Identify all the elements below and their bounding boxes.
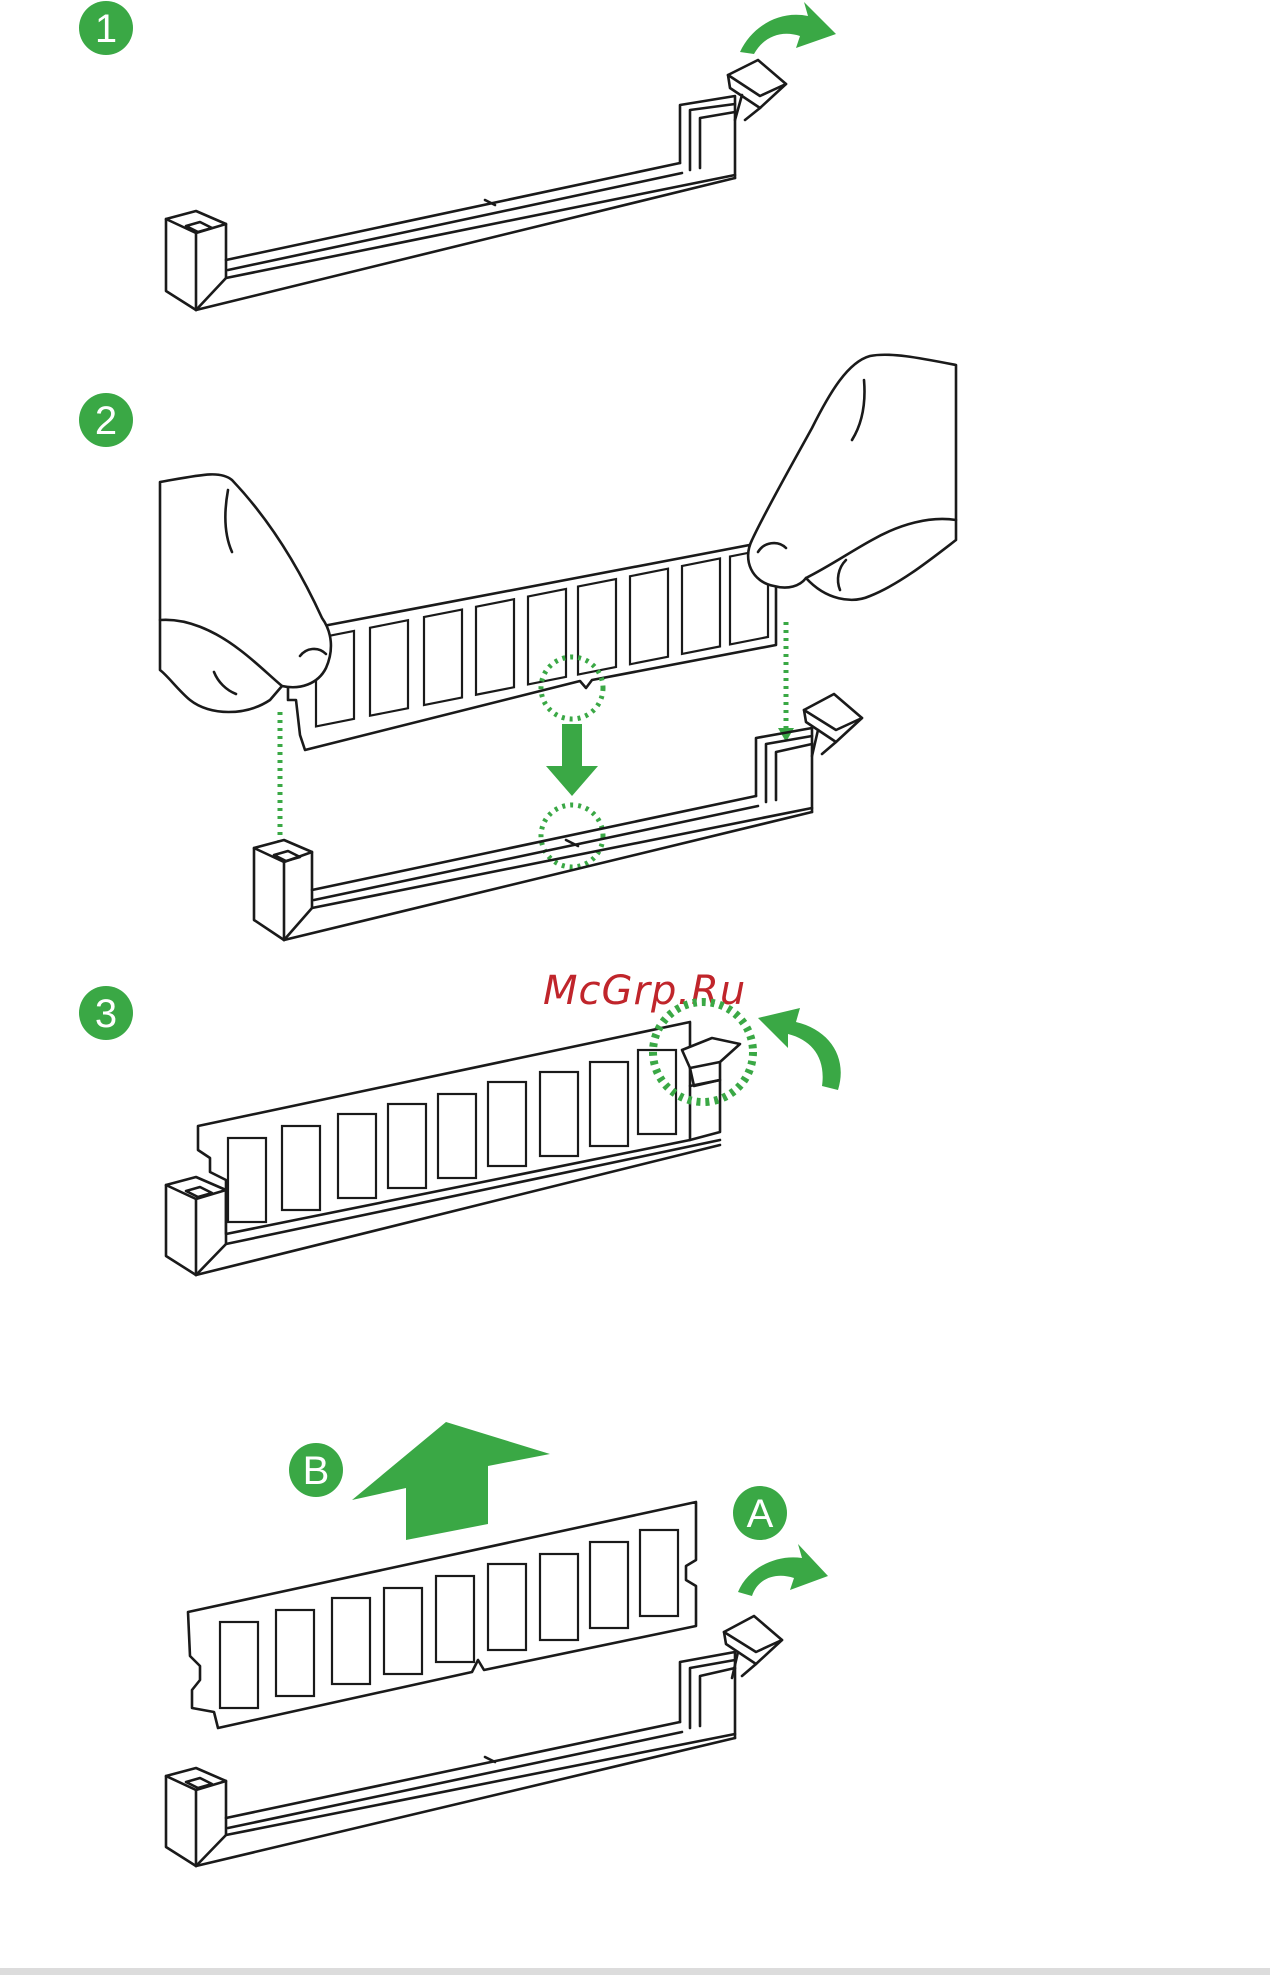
- memory-module: [188, 1502, 696, 1728]
- curved-arrow-icon: [758, 1008, 841, 1090]
- up-arrow-icon: [352, 1422, 550, 1540]
- memory-module: [288, 540, 776, 750]
- curved-arrow-icon: [738, 1544, 828, 1596]
- svg-text:B: B: [303, 1449, 330, 1493]
- badge-b: B: [289, 1443, 343, 1497]
- step-3: 3 McGrp.Ru: [79, 968, 841, 1275]
- svg-text:3: 3: [95, 992, 117, 1036]
- hand-icon: [748, 355, 956, 600]
- badge-a: A: [733, 1486, 787, 1540]
- svg-text:1: 1: [95, 7, 117, 51]
- page-bottom-rule: [0, 1968, 1270, 1975]
- step-2: 2: [79, 355, 956, 940]
- curved-arrow-icon: [740, 2, 836, 54]
- down-arrow-icon: [546, 724, 598, 796]
- step-2-badge: 2: [79, 393, 133, 447]
- dimm-slot: [254, 728, 812, 940]
- removal-step: B A: [166, 1422, 828, 1866]
- hand-icon: [160, 474, 331, 712]
- step-1-badge: 1: [79, 1, 133, 55]
- svg-text:A: A: [747, 1492, 774, 1536]
- step-1: 1: [79, 1, 836, 310]
- memory-module: [198, 1022, 720, 1234]
- watermark-text: McGrp.Ru: [543, 968, 746, 1014]
- svg-text:2: 2: [95, 399, 117, 443]
- step-3-badge: 3: [79, 986, 133, 1040]
- memory-chips: [316, 549, 768, 726]
- dimm-slot: [166, 96, 735, 310]
- slot-latch: [728, 60, 786, 120]
